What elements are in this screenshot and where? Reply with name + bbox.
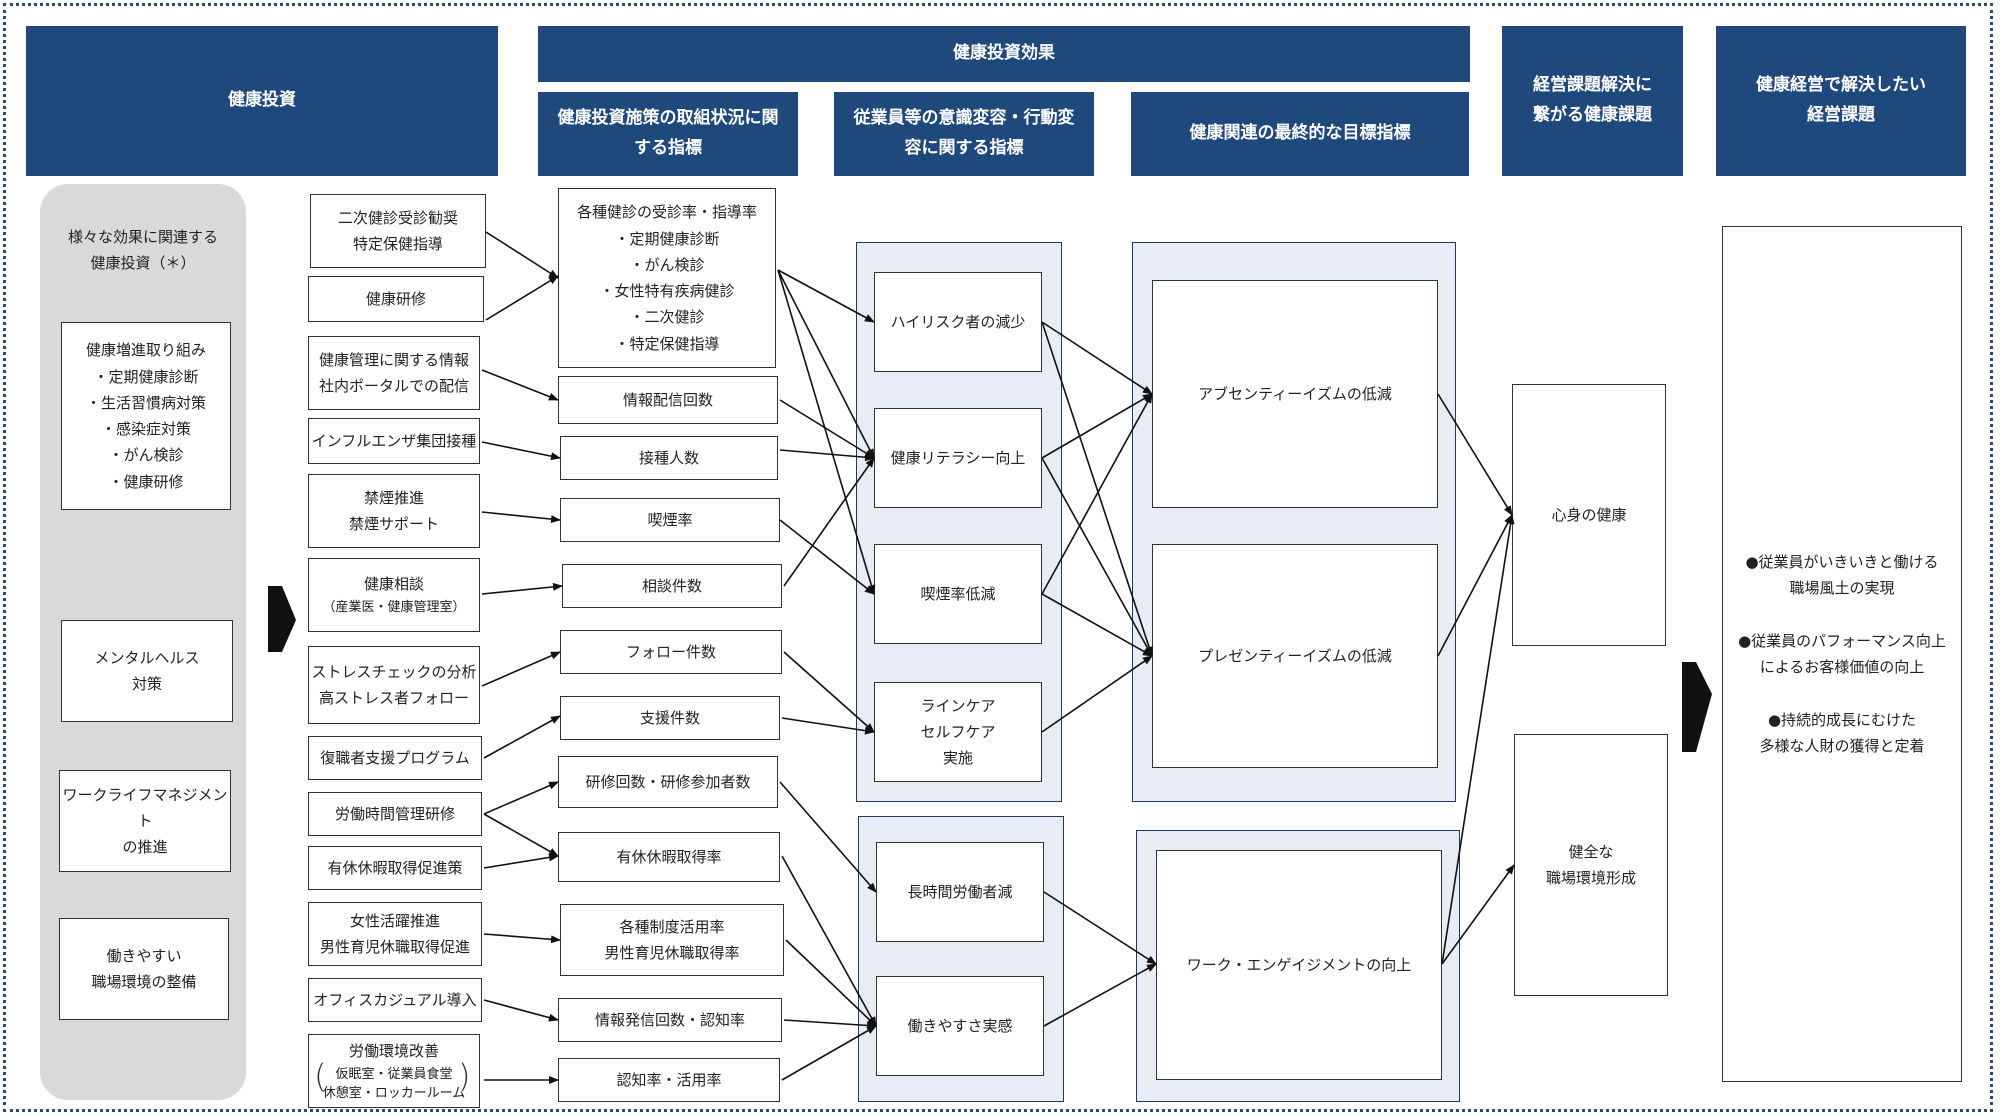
initiative-women-empowerment: 女性活躍推進 男性育児休職取得促進 bbox=[308, 902, 482, 966]
work-environment-sub-label: 仮眠室・従業員食堂 休憩室・ロッカールーム bbox=[322, 1066, 466, 1102]
block-arrow-left bbox=[268, 586, 296, 652]
consultation-sub-label: （産業医・健康管理室） bbox=[322, 599, 466, 615]
header-final-goal: 健康関連の最終的な目標指標 bbox=[1131, 92, 1469, 176]
header-investment: 健康投資 bbox=[26, 26, 498, 176]
metric-info-awareness-rate: 情報発信回数・認知率 bbox=[558, 998, 782, 1042]
issue-mind-body-health: 心身の健康 bbox=[1512, 384, 1666, 646]
close-bracket: ) bbox=[458, 1057, 471, 1095]
category-work-environment: 働きやすい 職場環境の整備 bbox=[59, 918, 229, 1020]
behavior-long-hours-reduction: 長時間労働者減 bbox=[876, 842, 1044, 942]
initiative-office-casual: オフィスカジュアル導入 bbox=[308, 978, 482, 1022]
category-work-life: ワークライフマネジメント の推進 bbox=[59, 770, 231, 872]
initiative-working-hours-training: 労働時間管理研修 bbox=[308, 792, 482, 836]
investment-panel-title: 様々な効果に関連する 健康投資（＊） bbox=[67, 228, 218, 273]
metric-info-delivery-count: 情報配信回数 bbox=[558, 376, 778, 424]
header-linked-issue: 経営課題解決に 繋がる健康課題 bbox=[1502, 26, 1683, 176]
consultation-label: 健康相談 bbox=[363, 574, 424, 593]
metric-training-count: 研修回数・研修参加者数 bbox=[558, 756, 778, 808]
header-measures: 健康投資施策の取組状況に関 する指標 bbox=[538, 92, 798, 176]
initiative-smoking-cessation: 禁煙推進 禁煙サポート bbox=[308, 474, 480, 548]
initiative-health-training: 健康研修 bbox=[308, 276, 484, 322]
initiative-health-consultation: 健康相談 （産業医・健康管理室） bbox=[308, 558, 480, 632]
open-bracket: ( bbox=[314, 1057, 327, 1095]
header-management-issue: 健康経営で解決したい 経営課題 bbox=[1716, 26, 1966, 176]
category-mental-health: メンタルヘルス 対策 bbox=[61, 620, 233, 722]
management-issues: ●従業員がいきいきと働ける 職場風土の実現 ●従業員のパフォーマンス向上 による… bbox=[1722, 226, 1962, 1082]
metric-smoking-rate: 喫煙率 bbox=[560, 498, 780, 542]
metric-vaccination-count: 接種人数 bbox=[560, 436, 778, 480]
goal-presenteeism-reduction: プレゼンティーイズムの低減 bbox=[1152, 544, 1438, 768]
initiative-stress-check: ストレスチェックの分析 高ストレス者フォロー bbox=[308, 646, 480, 724]
header-awareness: 従業員等の意識変容・行動変 容に関する指標 bbox=[834, 92, 1094, 176]
metric-paid-leave-rate: 有休休暇取得率 bbox=[558, 832, 780, 882]
behavior-high-risk-reduction: ハイリスク者の減少 bbox=[874, 272, 1042, 372]
diagram-frame bbox=[3, 3, 1993, 1112]
initiative-return-support: 復職者支援プログラム bbox=[308, 736, 482, 780]
category-health-promotion: 健康増進取り組み ・定期健康診断 ・生活習慣病対策 ・感染症対策 ・がん検診 ・… bbox=[61, 322, 231, 510]
metric-consultation-count: 相談件数 bbox=[562, 564, 782, 608]
work-environment-label: 労働環境改善 bbox=[348, 1042, 439, 1061]
metric-system-usage-rate: 各種制度活用率 男性育児休職取得率 bbox=[560, 904, 784, 976]
initiative-influenza-vaccination: インフルエンザ集団接種 bbox=[308, 418, 480, 464]
initiative-info-portal: 健康管理に関する情報 社内ポータルでの配信 bbox=[308, 336, 480, 410]
block-arrow-right bbox=[1682, 662, 1712, 752]
metric-follow-up-count: フォロー件数 bbox=[560, 630, 782, 674]
goal-absenteeism-reduction: アブセンティーイズムの低減 bbox=[1152, 280, 1438, 508]
initiative-paid-leave-promotion: 有休休暇取得促進策 bbox=[308, 846, 482, 890]
behavior-workability: 働きやすさ実感 bbox=[876, 976, 1044, 1076]
initiative-secondary-checkup: 二次健診受診勧奨 特定保健指導 bbox=[310, 194, 486, 268]
issue-healthy-workplace: 健全な 職場環境形成 bbox=[1514, 734, 1668, 996]
header-effect: 健康投資効果 bbox=[538, 26, 1470, 82]
initiative-work-environment: 労働環境改善 仮眠室・従業員食堂 休憩室・ロッカールーム bbox=[308, 1034, 480, 1108]
behavior-line-self-care: ラインケア セルフケア 実施 bbox=[874, 682, 1042, 782]
behavior-health-literacy: 健康リテラシー向上 bbox=[874, 408, 1042, 508]
metric-support-count: 支援件数 bbox=[560, 696, 780, 740]
metric-checkup-rates: 各種健診の受診率・指導率 ・定期健康診断 ・がん検診 ・女性特有疾病健診 ・二次… bbox=[558, 188, 776, 368]
metric-recognition-usage-rate: 認知率・活用率 bbox=[558, 1058, 780, 1102]
